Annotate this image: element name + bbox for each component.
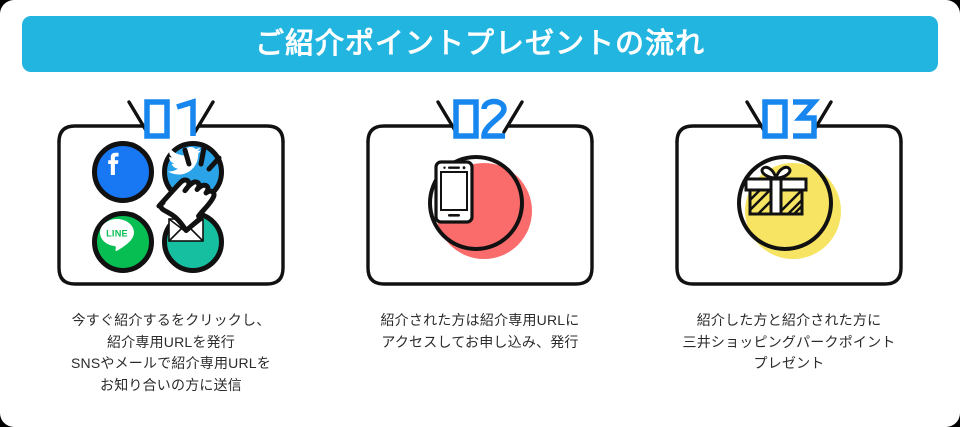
social-icon-grid: LINE: [92, 141, 224, 273]
step-card-02: 紹介された方は紹介専用URLに アクセスしてお申し込み、発行: [356, 96, 604, 397]
header-banner: ご紹介ポイントプレゼントの流れ: [22, 16, 938, 72]
caption-line: お知り合いの方に送信: [100, 377, 242, 394]
badge-ring: [737, 155, 833, 251]
step-number-02: [453, 98, 507, 139]
caption-line: アクセスしてお申し込み、発行: [381, 333, 579, 350]
mail-icon[interactable]: [162, 211, 224, 273]
caption-line: プレゼント: [753, 355, 825, 372]
step-card-01: LINE: [47, 96, 295, 397]
caption-line: 紹介された方は紹介専用URLに: [380, 312, 580, 328]
step-frame-01: LINE: [47, 96, 295, 296]
facebook-icon[interactable]: [92, 141, 154, 203]
badge-ring: [428, 155, 524, 251]
twitter-icon[interactable]: [162, 141, 224, 203]
envelope-glyph: [168, 218, 204, 242]
smartphone-badge: [428, 155, 532, 259]
step-number-01: [144, 98, 196, 139]
twitter-bird-glyph: [167, 147, 201, 175]
step-art-01: LINE: [47, 122, 295, 292]
step-caption-02: 紹介された方は紹介専用URLに アクセスしてお申し込み、発行: [380, 310, 579, 353]
caption-line: 三井ショッピングパークポイント: [682, 333, 896, 350]
step-caption-03: 紹介した方と紹介された方に 三井ショッピングパークポイント プレゼント: [683, 310, 896, 375]
step-frame-03: [665, 96, 913, 296]
step-art-03: [665, 122, 913, 292]
smartphone-icon: [432, 159, 528, 255]
step-art-02: [356, 122, 604, 292]
page-title: ご紹介ポイントプレゼントの流れ: [254, 27, 705, 60]
caption-line: SNSやメールで紹介専用URLを: [71, 355, 271, 372]
step-frame-02: [356, 96, 604, 296]
step-number-03: [762, 99, 821, 139]
bracket-frame-icon: [366, 100, 594, 286]
steps-container: LINE: [0, 96, 960, 397]
line-bubble-glyph: LINE: [100, 219, 134, 251]
bracket-frame-icon: [57, 100, 285, 286]
facebook-glyph: [108, 152, 119, 175]
svg-text:LINE: LINE: [106, 228, 128, 238]
caption-line: 紹介専用URLを発行: [106, 333, 235, 350]
caption-line: 今すぐ紹介するをクリックし、: [71, 312, 271, 328]
gift-badge: [737, 155, 841, 259]
caption-line: 紹介した方と紹介された方に: [696, 312, 882, 328]
step-card-03: 紹介した方と紹介された方に 三井ショッピングパークポイント プレゼント: [665, 96, 913, 397]
line-icon[interactable]: LINE: [92, 211, 154, 273]
gift-icon: [741, 159, 837, 255]
step-caption-01: 今すぐ紹介するをクリックし、 紹介専用URLを発行 SNSやメールで紹介専用UR…: [71, 310, 271, 397]
